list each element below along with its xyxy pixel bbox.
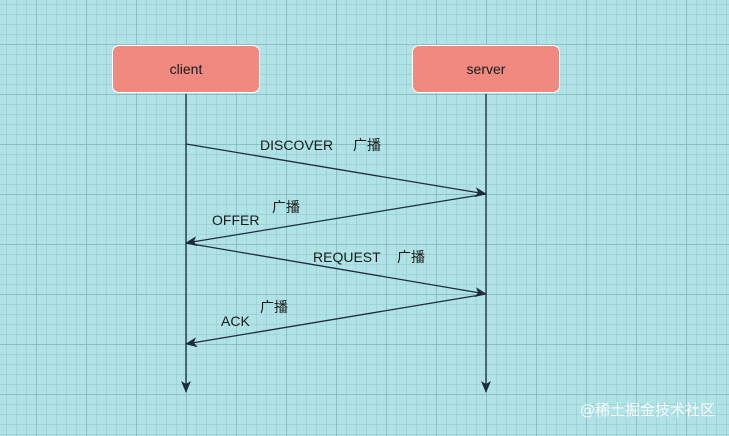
message-discover-label: DISCOVER: [260, 137, 334, 153]
message-offer-note: 广播: [272, 199, 300, 215]
message-ack-note: 广播: [260, 299, 288, 315]
message-ack-label: ACK: [221, 313, 250, 329]
message-discover-note: 广播: [353, 137, 381, 153]
message-request-arrow: [185, 242, 487, 298]
message-ack-arrow: [185, 293, 487, 348]
message-offer-arrow: [185, 193, 487, 247]
actor-client-label: client: [169, 61, 203, 77]
actor-server: server: [412, 45, 560, 93]
actor-server-label: server: [466, 61, 506, 77]
message-request-label: REQUEST: [313, 249, 381, 265]
watermark: @稀土掘金技术社区: [579, 401, 715, 419]
actor-client: client: [112, 45, 260, 93]
message-request-note: 广播: [397, 249, 425, 265]
message-discover-arrow: [185, 143, 487, 198]
message-offer-label: OFFER: [212, 212, 260, 228]
